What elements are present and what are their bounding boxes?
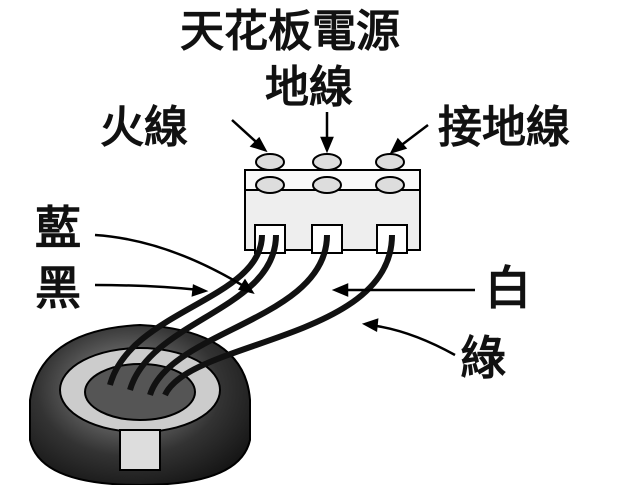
wires xyxy=(107,234,395,397)
green-label: 綠 xyxy=(460,331,506,385)
live-wire-label: 火線 xyxy=(100,102,188,153)
black-label: 黑 xyxy=(35,261,81,315)
white-label: 白 xyxy=(485,261,531,315)
ceiling-power-label: 天花板電源 xyxy=(180,6,400,57)
blue-label: 藍 xyxy=(35,201,81,255)
earth-wire-label: 接地線 xyxy=(438,102,570,153)
ground-wire-top-label: 地線 xyxy=(265,62,353,113)
label-arrows xyxy=(94,112,475,357)
light-fixture-base xyxy=(29,323,251,485)
